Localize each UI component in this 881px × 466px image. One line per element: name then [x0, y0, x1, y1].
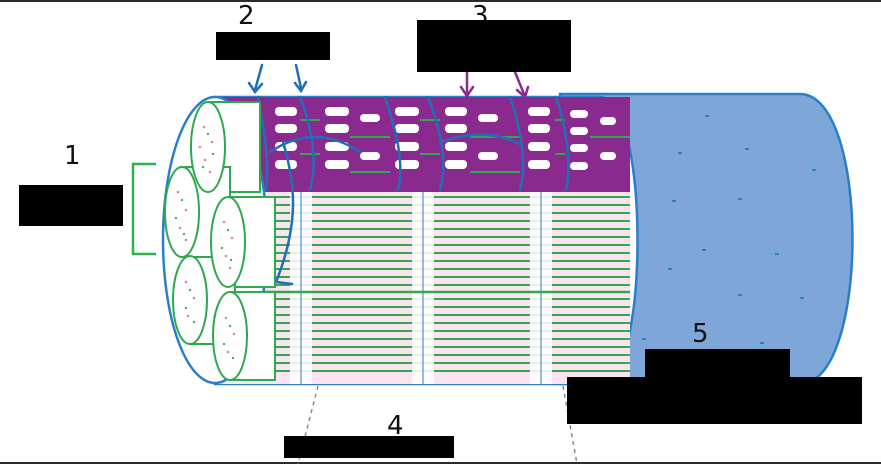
- answer-box-5b[interactable]: [567, 377, 862, 424]
- answer-box-1[interactable]: [19, 185, 123, 226]
- sarcolemma-dots: [625, 110, 816, 344]
- myofibril-bands: [215, 192, 630, 384]
- answer-box-3[interactable]: [417, 20, 571, 72]
- answer-box-4[interactable]: [284, 436, 454, 458]
- answer-box-2[interactable]: [216, 32, 330, 60]
- arrows-3: [459, 70, 530, 100]
- label-number-5: 5: [692, 319, 709, 349]
- bracket-1: [131, 162, 156, 256]
- sarcoplasmic-reticulum: [215, 97, 630, 192]
- label-number-4: 4: [387, 411, 404, 441]
- arrows-2: [247, 63, 308, 95]
- t-tubules: [256, 95, 570, 286]
- label-number-1: 1: [64, 141, 81, 171]
- label-number-2: 2: [238, 2, 255, 31]
- answer-box-5a[interactable]: [645, 349, 790, 377]
- myofibril-ends: [164, 101, 276, 381]
